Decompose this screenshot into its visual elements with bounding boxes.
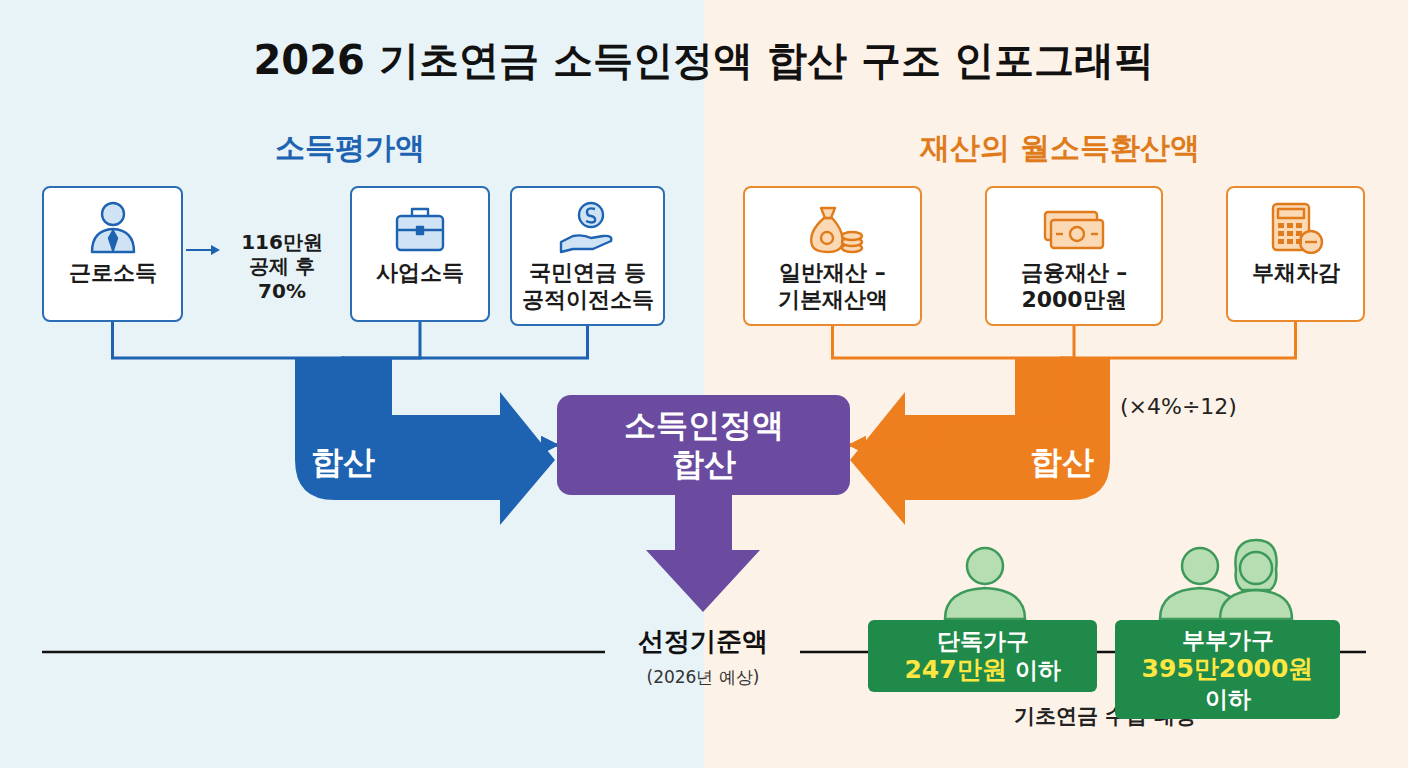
merge-connector (850, 322, 1296, 445)
calc-key (1287, 223, 1293, 228)
icon-part (1278, 209, 1304, 218)
leader-arrowhead (211, 245, 220, 255)
node-text: 금융재산 – 2000만원 (995, 260, 1153, 314)
calc-key (1278, 231, 1284, 236)
node-text: 부채차감 (1252, 260, 1340, 287)
icon-part (417, 227, 423, 234)
icon-part (1300, 231, 1322, 253)
threshold-box: 부부가구395만2000원이하 (1115, 620, 1340, 719)
threshold-box: 단독가구247만원 이하 (868, 620, 1097, 692)
icon-part (102, 203, 124, 225)
node-text: 부부가구 (1182, 626, 1274, 654)
icon-part (92, 229, 134, 252)
text-line: 부채차감 (1252, 260, 1340, 287)
node-icon (385, 198, 455, 254)
merge-connector (343, 326, 588, 445)
merge-arrow (295, 358, 555, 525)
threshold-label: 선정기준액 (608, 626, 798, 658)
section-heading: 소득평가액 (190, 130, 510, 167)
icon-part (1305, 241, 1317, 243)
icon-part (109, 231, 117, 250)
person-head (1240, 552, 1272, 584)
merge-connector (113, 322, 558, 445)
source-box: 근로소득 (42, 186, 183, 322)
calc-key (1287, 239, 1293, 244)
source-box: 부채차감 (1226, 186, 1365, 322)
source-box: 일반재산 – 기본재산액 (743, 186, 922, 326)
icon-part (1070, 227, 1084, 241)
node-icon (1261, 198, 1331, 254)
right-ground (704, 0, 1408, 768)
node-icon (1039, 198, 1109, 254)
person-head (967, 548, 1003, 584)
text-line: 단독가구 (937, 627, 1029, 655)
text-line: 소득인정액 합산 (604, 406, 804, 484)
node-text: 247만원 (904, 655, 1006, 686)
formula-note: (×4%÷12) (1120, 394, 1270, 421)
node-text: 근로소득 (69, 260, 157, 287)
icon-part (397, 216, 443, 250)
calc-key (1296, 223, 1302, 228)
person-icon (945, 548, 1025, 619)
icon-part (821, 232, 833, 244)
down-arrow (646, 493, 760, 612)
icon-part (811, 218, 842, 252)
node-text: 소득인정액 합산 (604, 406, 804, 484)
calc-key (1296, 231, 1302, 236)
node-text: 사업소득 (376, 260, 464, 287)
merge-connector (343, 322, 557, 445)
calc-key (1278, 239, 1284, 244)
node-text: 395만2000원 (1142, 654, 1314, 685)
merge-connector (850, 326, 1074, 445)
person-body (1220, 590, 1292, 619)
node-text: 국민연금 등 공적이전소득 (520, 260, 655, 314)
source-box: 금융재산 – 2000만원 (985, 186, 1163, 326)
leader-arrow (186, 249, 213, 251)
source-box: 국민연금 등 공적이전소득 (510, 186, 665, 326)
threshold-note: (2026년 예상) (608, 667, 798, 688)
merge-arrow (850, 358, 1110, 525)
deduction-note: 116만원 공제 후 70% (226, 230, 338, 303)
calc-key (1296, 239, 1302, 244)
icon-part (561, 235, 611, 252)
text-line: 247만원 이하 (900, 655, 1064, 686)
node-text: 단독가구 (937, 627, 1029, 655)
icon-part (842, 232, 862, 240)
text-line: 부부가구 (1182, 626, 1274, 654)
calc-key (1287, 231, 1293, 236)
left-ground (0, 0, 704, 768)
icon-part (1056, 233, 1063, 235)
node-icon (78, 198, 148, 254)
merge-connector (833, 326, 1063, 445)
icon-part (579, 203, 603, 227)
icon-part (821, 208, 835, 218)
person-body (945, 588, 1025, 619)
source-box: 사업소득 (350, 186, 490, 322)
text-line: 일반재산 – 기본재산액 (753, 260, 912, 314)
person-hair (1235, 540, 1276, 590)
node-text: 이하 (1205, 685, 1251, 713)
total-box: 소득인정액 합산 (557, 395, 850, 495)
edge-label: 합산 (1012, 443, 1112, 482)
node-text: 일반재산 – 기본재산액 (753, 260, 912, 314)
node-icon (553, 198, 623, 254)
couple-icon (1160, 540, 1292, 619)
text-line: 근로소득 (69, 260, 157, 287)
node-icon (798, 198, 868, 254)
text-line: 사업소득 (376, 260, 464, 287)
edge-label: 합산 (293, 443, 393, 482)
icon-part (1091, 233, 1098, 235)
text-line: 395만2000원이하 (1123, 654, 1332, 713)
section-heading: 재산의 월소득환산액 (840, 130, 1280, 167)
title: 2026 기초연금 소득인정액 합산 구조 인포그래픽 (54, 36, 1354, 85)
icon-part (586, 208, 595, 222)
node-text: 이하 (1015, 656, 1061, 684)
text-line: 국민연금 등 공적이전소득 (520, 260, 655, 314)
calc-key (1278, 223, 1284, 228)
threshold-line (42, 651, 605, 654)
icon-part (1051, 220, 1103, 248)
text-line: 금융재산 – 2000만원 (995, 260, 1153, 314)
person-head (1182, 548, 1218, 584)
